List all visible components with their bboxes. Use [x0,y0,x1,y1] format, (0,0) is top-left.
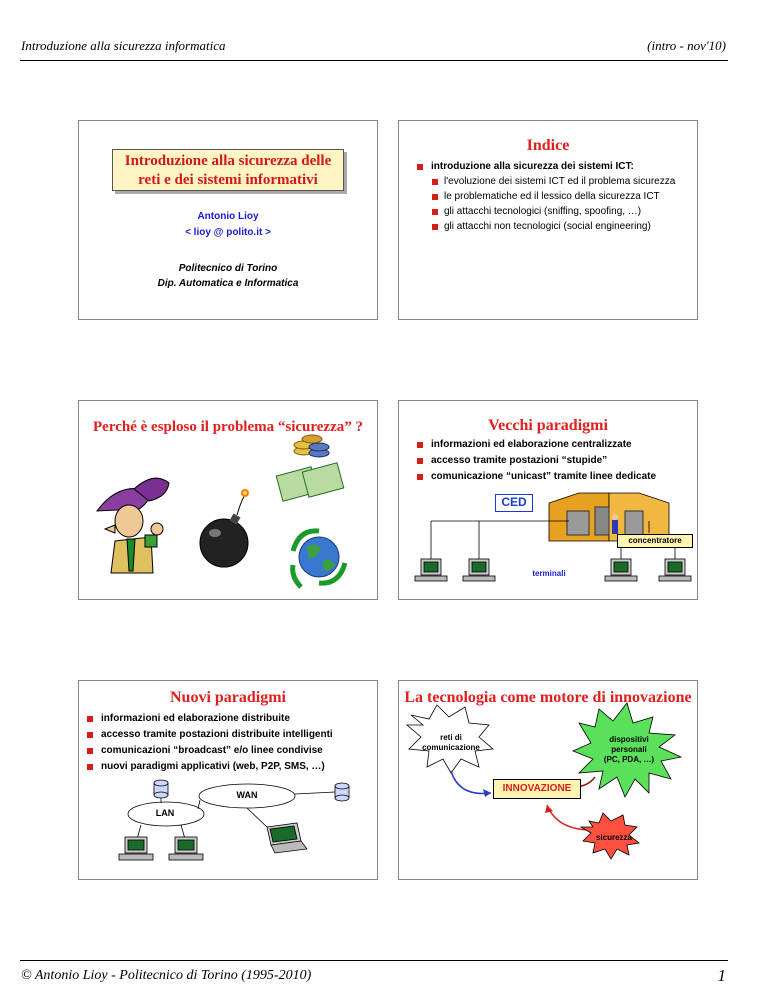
institution-name: Politecnico di Torino [178,263,278,274]
spy-illustration [95,477,170,574]
title-line-2: reti e dei sistemi informativi [138,172,318,188]
index-subitem: le problematiche ed il lessico della sic… [431,191,687,203]
devices-label: dispositivi personali (PC, PDA, …) [587,735,671,765]
new-paradigm-item: nuovi paradigmi applicativi (web, P2P, S… [85,759,375,775]
header-left: Introduzione alla sicurezza informatica [21,38,226,53]
devices-line-2: personali [611,745,647,754]
slide-innovation-title: La tecnologia come motore di innovazione [404,689,692,706]
money-illustration [275,434,345,502]
old-paradigm-item: comunicazione “unicast” tramite linee de… [415,469,691,485]
index-sublist: l'evoluzione dei sistemi ICT ed il probl… [431,176,687,233]
mainframe-room [548,492,670,542]
terminals-label: terminali [532,569,566,578]
networks-line-1: reti di [440,733,462,742]
old-paradigm-item: informazioni ed elaborazione centralizza… [415,437,691,453]
security-starburst [579,812,640,860]
author-name: Antonio Lioy [197,211,259,222]
index-subitem: gli attacchi non tecnologici (social eng… [431,221,687,233]
lan-label: LAN [155,808,175,818]
why-illustration [95,434,348,589]
slide-new-paradigms: Nuovi paradigmi informazioni ed elaboraz… [78,680,378,880]
laptop-icon [266,822,308,854]
devices-line-3: (PC, PDA, …) [603,755,655,764]
terminal-icons [414,558,692,582]
slide-old-paradigms: Vecchi paradigmi informazioni ed elabora… [398,400,698,600]
networks-starburst [405,704,494,774]
devices-line-1: dispositivi [609,735,649,744]
index-item: introduzione alla sicurezza dei sistemi … [415,159,687,233]
pc-icons [118,836,204,861]
new-paradigms-list: informazioni ed elaborazione distribuite… [85,711,375,775]
new-paradigm-item: accesso tramite postazioni distribuite i… [85,727,375,743]
footer-rule [20,960,728,961]
author-block: Antonio Lioy < lioy @ polito.it > [79,209,377,241]
security-label: sicurezza [595,833,633,842]
new-paradigm-diagram [118,779,350,861]
slide-why-title: Perché è esploso il problema “sicurezza”… [93,419,363,435]
slide-technology-innovation: La tecnologia come motore di innovazione… [398,680,698,880]
database-icons [153,779,350,802]
devices-starburst [571,702,683,798]
page-number: 1 [717,966,727,985]
slide-old-title: Vecchi paradigmi [488,417,608,434]
innovation-label: INNOVAZIONE [493,779,581,799]
concentrator-label: concentratore [617,534,693,548]
networks-label: reti di comunicazione [419,733,483,753]
bomb-illustration [199,489,249,568]
index-subitem: l'evoluzione dei sistemi ICT ed il probl… [431,176,687,188]
index-item-label: introduzione alla sicurezza dei sistemi … [431,161,634,172]
footer-copyright: © Antonio Lioy - Politecnico di Torino (… [21,968,312,983]
slide-why-security: Perché è esploso il problema “sicurezza”… [78,400,378,600]
slide-index-title: Indice [526,137,570,154]
new-paradigm-item: comunicazioni “broadcast” e/o linee cond… [85,743,375,759]
index-list: introduzione alla sicurezza dei sistemi … [415,159,687,236]
author-email: < lioy @ polito.it > [185,227,271,238]
globe-illustration [290,528,348,589]
slide-title: Introduzione alla sicurezza delle reti e… [78,120,378,320]
institution-block: Politecnico di Torino Dip. Automatica e … [79,261,377,291]
wan-label: WAN [236,790,258,800]
old-paradigm-item: accesso tramite postazioni “stupide” [415,453,691,469]
slide-index: Indice introduzione alla sicurezza dei s… [398,120,698,320]
index-subitem: gli attacchi tecnologici (sniffing, spoo… [431,206,687,218]
header-rule [20,60,728,61]
old-paradigms-list: informazioni ed elaborazione centralizza… [415,437,691,485]
department-name: Dip. Automatica e Informatica [157,278,299,289]
new-paradigm-item: informazioni ed elaborazione distribuite [85,711,375,727]
title-box: Introduzione alla sicurezza delle reti e… [112,149,344,191]
slide-new-title: Nuovi paradigmi [169,689,286,706]
lan-cloud [127,801,205,827]
title-line-1: Introduzione alla sicurezza delle [124,153,332,169]
ced-label: CED [495,494,533,512]
innovation-diagram [405,702,683,860]
networks-line-2: comunicazione [422,743,480,752]
header-right: (intro - nov'10) [647,38,726,53]
old-paradigm-diagram [414,492,692,582]
